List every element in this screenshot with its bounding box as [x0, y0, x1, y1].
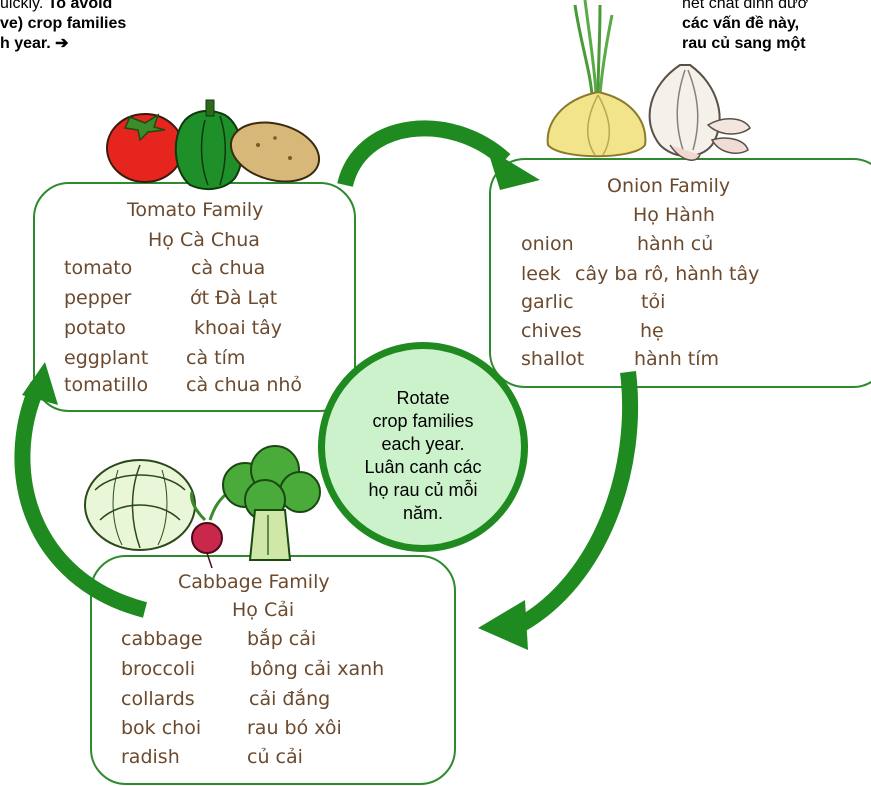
onion-item-en: chives — [521, 320, 582, 342]
cabbage-family-title-vi: Họ Cải — [232, 599, 294, 621]
onion-icon — [548, 0, 646, 156]
radish-icon — [192, 492, 225, 568]
tomato-family-title-en: Tomato Family — [127, 199, 263, 221]
arrow-tomato-to-onion — [345, 128, 540, 190]
onion-item-vi: hành tím — [634, 348, 719, 370]
tomato-icon — [107, 114, 183, 182]
onion-item-vi: hành củ — [637, 233, 713, 255]
center-rotation-badge: Rotate crop families each year. Luân can… — [318, 342, 528, 552]
cabbage-icon — [85, 460, 195, 550]
tomato-item-en: eggplant — [64, 347, 148, 369]
cabbage-item-en: collards — [121, 688, 195, 710]
tomato-item-vi: cà chua — [191, 257, 265, 279]
onion-item-vi: tỏi — [641, 291, 665, 313]
onion-item-vi: hẹ — [640, 320, 664, 342]
tomato-item-vi: cà tím — [186, 347, 245, 369]
cabbage-item-vi: rau bó xôi — [247, 717, 342, 739]
tomato-item-en: potato — [64, 317, 126, 339]
cabbage-item-vi: cải đắng — [249, 688, 330, 710]
tomato-item-en: tomatillo — [64, 374, 148, 396]
cabbage-item-vi: bông cải xanh — [250, 658, 384, 680]
garlic-icon — [650, 65, 720, 160]
tomato-family-title-vi: Họ Cà Chua — [148, 229, 260, 251]
tomato-item-en: pepper — [64, 287, 131, 309]
cabbage-item-en: radish — [121, 746, 180, 768]
onion-family-title-en: Onion Family — [607, 175, 730, 197]
center-text: Rotate crop families each year. Luân can… — [325, 387, 521, 525]
cabbage-item-vi: bắp cải — [247, 628, 316, 650]
onion-item-en: shallot — [521, 348, 584, 370]
center-line: each year. — [325, 433, 521, 456]
center-line: Rotate — [325, 387, 521, 410]
tomato-item-vi: ớt Đà Lạt — [190, 287, 277, 309]
broccoli-icon — [223, 446, 320, 560]
onion-family-title-vi: Họ Hành — [633, 204, 715, 226]
potato-icon — [224, 113, 325, 190]
cabbage-item-en: cabbage — [121, 628, 203, 650]
center-line: họ rau củ mỗi — [325, 479, 521, 502]
center-line: năm. — [325, 502, 521, 525]
tomato-item-vi: cà chua nhỏ — [186, 374, 302, 396]
onion-item-en: leek — [521, 263, 561, 285]
center-line: Luân canh các — [325, 456, 521, 479]
cabbage-item-en: bok choi — [121, 717, 201, 739]
tomato-item-en: tomato — [64, 257, 132, 279]
onion-item-en: garlic — [521, 291, 574, 313]
center-line: crop families — [325, 410, 521, 433]
cabbage-item-vi: củ cải — [247, 746, 303, 768]
tomato-item-vi: khoai tây — [194, 317, 282, 339]
cabbage-family-title-en: Cabbage Family — [178, 571, 330, 593]
cabbage-item-en: broccoli — [121, 658, 195, 680]
onion-item-vi: cây ba rô, hành tây — [575, 263, 759, 285]
onion-item-en: onion — [521, 233, 574, 255]
